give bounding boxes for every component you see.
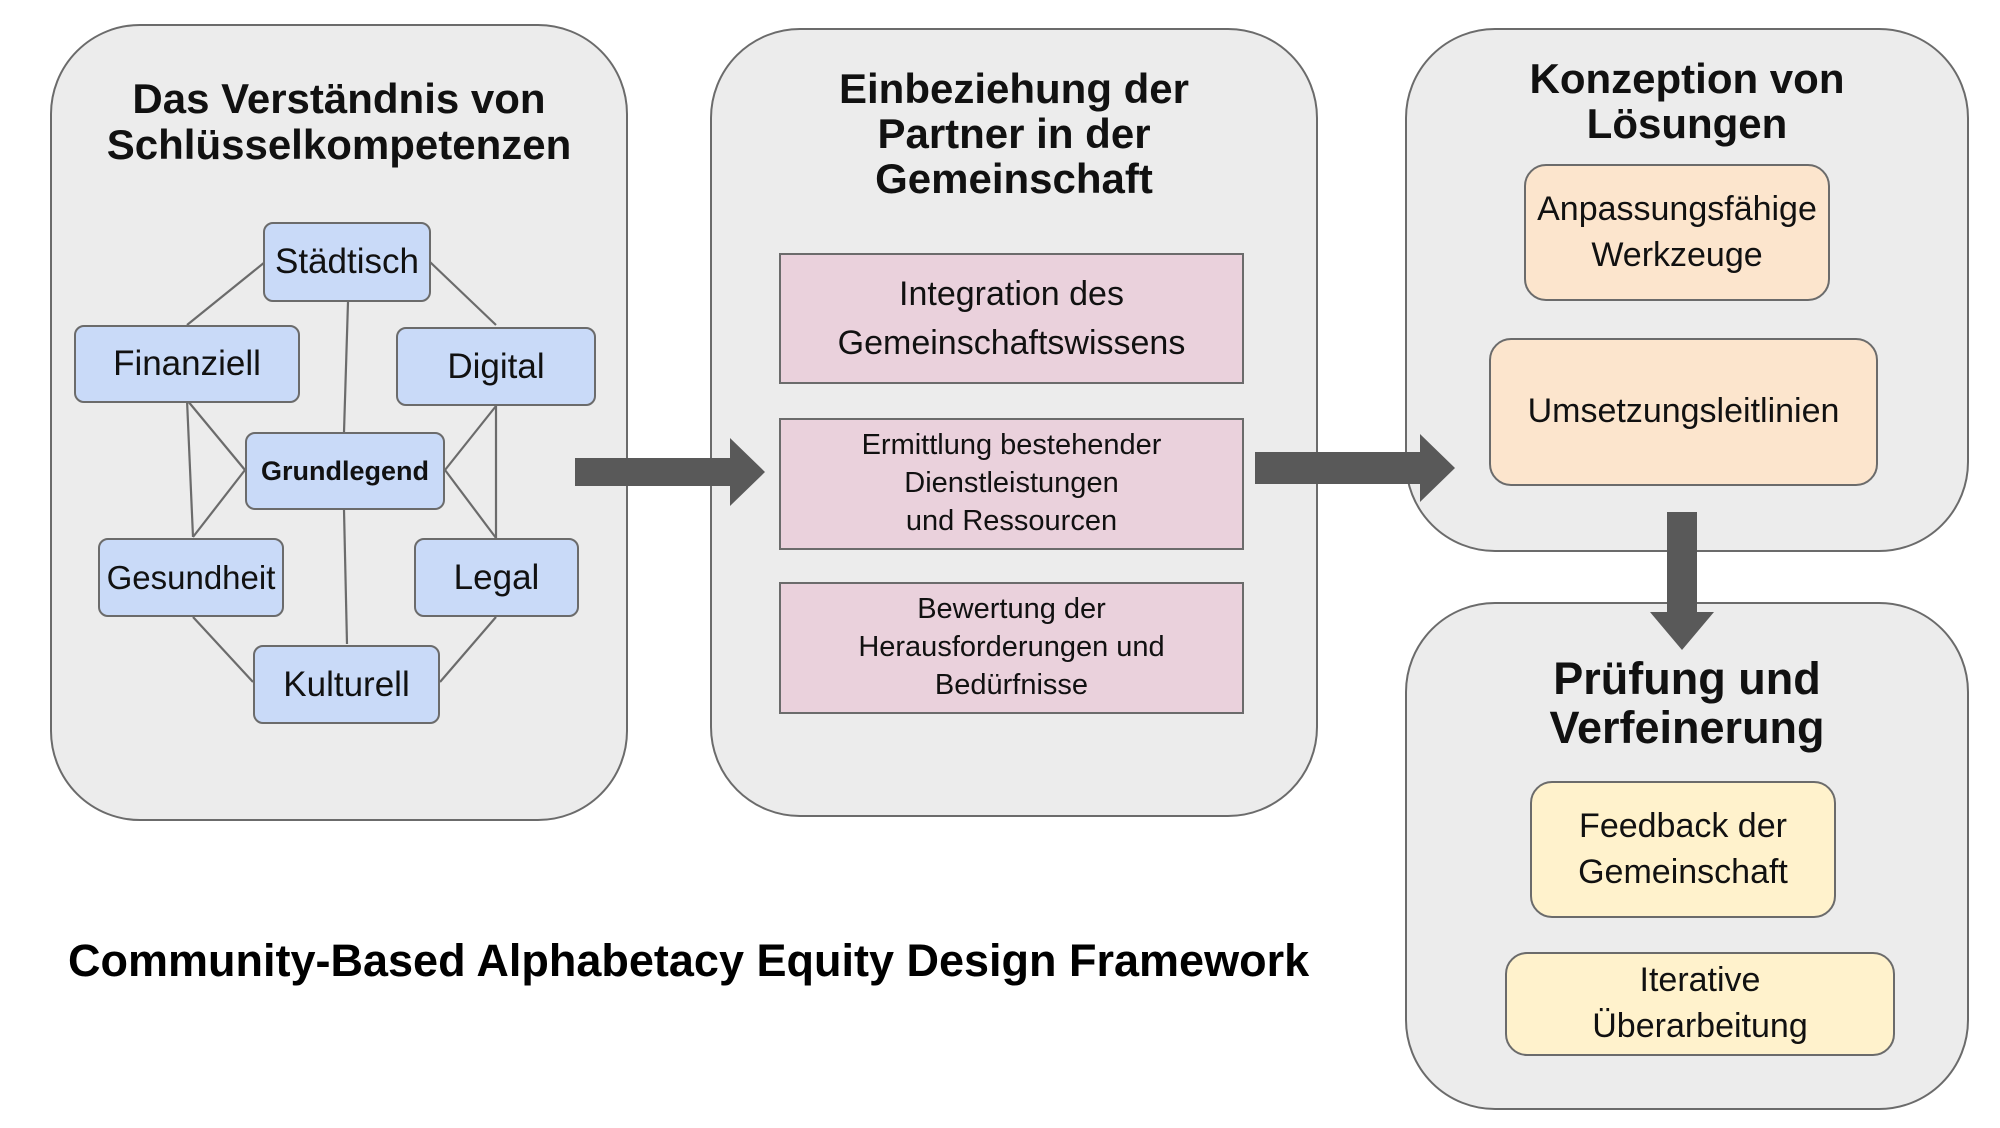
node-legal: Legal xyxy=(414,538,579,617)
title-line-2: Partner in der xyxy=(877,110,1151,157)
title-line-1: Prüfung und xyxy=(1553,653,1821,704)
title-line-1: Das Verständnis von xyxy=(132,75,546,122)
edge-digital-grundlegend xyxy=(444,405,497,471)
title-line-2: Verfeinerung xyxy=(1549,702,1825,753)
box-line-2: Überarbeitung xyxy=(1592,1007,1808,1045)
edge-finanziell-grundlegend xyxy=(186,399,246,471)
box-assess-challenges-needs: Bewertung der Herausforderungen und Bedü… xyxy=(779,582,1244,714)
panel-title-community-partners: Einbeziehung der Partner in der Gemeinsc… xyxy=(712,68,1316,200)
box-line-1: Anpassungsfähige xyxy=(1537,189,1817,228)
box-line-2: Dienstleistungen xyxy=(904,467,1119,500)
panel-title-key-competencies: Das Verständnis von Schlüsselkompetenzen xyxy=(52,78,626,166)
node-staedtisch: Städtisch xyxy=(263,222,431,302)
box-line-1: Feedback der xyxy=(1579,806,1787,845)
panel-title-solution-design: Konzeption von Lösungen xyxy=(1407,58,1967,145)
box-line-3: und Ressourcen xyxy=(905,504,1118,537)
edge-staedtisch-grundlegend xyxy=(342,301,350,433)
box-line-2: Herausforderungen und xyxy=(858,631,1165,664)
box-line-1: Iterative xyxy=(1639,961,1761,1000)
edge-staedtisch-digital xyxy=(429,261,497,326)
node-gesundheit: Gesundheit xyxy=(98,538,284,617)
box-implementation-guidelines: Umsetzungsleitlinien xyxy=(1489,338,1878,486)
title-line-1: Einbeziehung der xyxy=(838,65,1190,112)
edge-legal-kulturell xyxy=(439,616,497,683)
edge-grundlegend-legal xyxy=(444,469,497,539)
edge-gesundheit-kulturell xyxy=(192,616,254,683)
box-adaptive-tools: Anpassungsfähige Werkzeuge xyxy=(1524,164,1830,301)
node-digital: Digital xyxy=(396,327,596,406)
arrow-right-stage1-to-stage2 xyxy=(575,438,765,506)
title-line-2: Lösungen xyxy=(1586,100,1788,147)
node-grundlegend: Grundlegend xyxy=(245,432,445,510)
box-line-2: Werkzeuge xyxy=(1591,235,1763,274)
box-iterative-revision: Iterative Überarbeitung xyxy=(1505,952,1895,1056)
title-line-2: Schlüsselkompetenzen xyxy=(106,121,572,168)
box-community-feedback: Feedback der Gemeinschaft xyxy=(1530,781,1836,918)
title-line-1: Konzeption von xyxy=(1529,55,1845,102)
arrow-down-stage3-to-stage4 xyxy=(1650,512,1714,650)
box-line-1: Ermittlung bestehender xyxy=(861,429,1162,462)
box-line-2: Gemeinschaftswissens xyxy=(837,323,1186,362)
edge-grundlegend-kulturell xyxy=(342,509,349,645)
edge-grundlegend-gesundheit xyxy=(192,469,246,538)
node-finanziell: Finanziell xyxy=(74,325,300,403)
box-integration-community-knowledge: Integration des Gemeinschaftswissens xyxy=(779,253,1244,384)
panel-title-testing-refinement: Prüfung und Verfeinerung xyxy=(1407,656,1967,750)
node-kulturell: Kulturell xyxy=(253,645,440,724)
box-identify-services-resources: Ermittlung bestehender Dienstleistungen … xyxy=(779,418,1244,550)
box-line-1: Integration des xyxy=(899,275,1124,314)
framework-title: Community-Based Alphabetacy Equity Desig… xyxy=(68,935,1310,986)
arrow-right-stage2-to-stage3 xyxy=(1255,434,1455,502)
box-line-2: Gemeinschaft xyxy=(1578,852,1788,891)
edge-finanziell-gesundheit xyxy=(185,399,195,538)
box-line-3: Bedürfnisse xyxy=(934,668,1089,701)
edge-staedtisch-finanziell xyxy=(186,261,266,326)
title-line-3: Gemeinschaft xyxy=(875,155,1153,202)
box-line-1: Bewertung der xyxy=(917,593,1106,626)
